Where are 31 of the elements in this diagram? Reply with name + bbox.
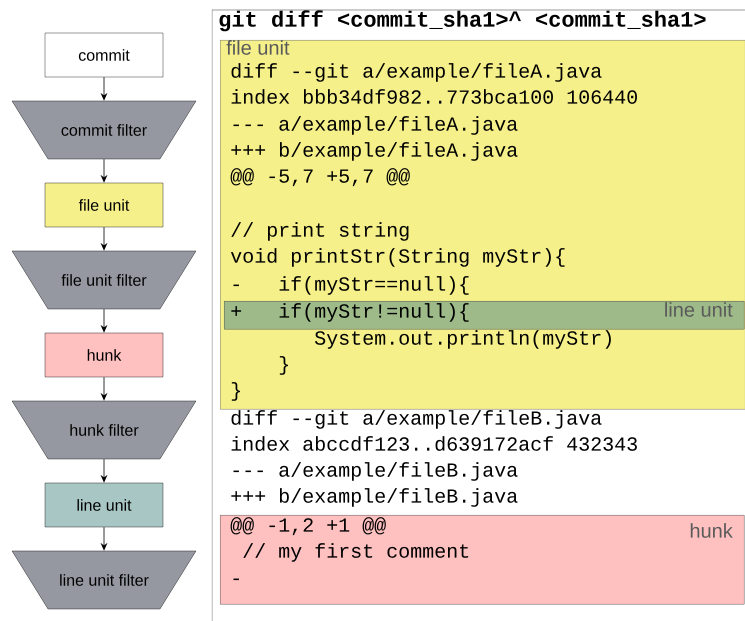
unit-box: commit: [44, 32, 164, 78]
code-line: diff --git a/example/fileB.java: [232, 410, 602, 429]
code-line: void printStr(String myStr){: [230, 248, 565, 267]
code-line: --- a/example/fileB.java: [233, 462, 518, 481]
code-line: // print string: [231, 222, 408, 241]
unit-box: line unit: [44, 482, 164, 528]
code-line: @@ -5,7 +5,7 @@: [230, 168, 410, 186]
code-line: // my first comment: [243, 543, 468, 562]
code-line: index abccdf123..d639172acf 432343: [232, 436, 637, 451]
unit-label: line unit: [665, 302, 733, 317]
filter-trapezoid: commit filter: [12, 100, 196, 160]
unit-label: file unit: [226, 40, 290, 55]
code-line: System.out.println(myStr): [314, 330, 611, 349]
filter-trapezoid: hunk filter: [12, 400, 196, 460]
unit-box: file unit: [44, 182, 164, 228]
code-line: + if(myStr!=null){: [231, 303, 469, 322]
filter-trapezoid: file unit filter: [12, 250, 196, 310]
code-line: -: [233, 578, 239, 580]
code-line: +++ b/example/fileB.java: [231, 488, 518, 507]
command-title: git diff <commit_sha1>^ <commit_sha1>: [220, 10, 706, 32]
unit-label: hunk: [690, 523, 733, 538]
code-line: index bbb34df982..773bca100 106440: [232, 89, 637, 104]
code-line: +++ b/example/fileA.java: [231, 142, 518, 161]
code-line: @@ -1,2 +1 @@: [230, 517, 386, 536]
code-line: --- a/example/fileA.java: [233, 116, 518, 135]
code-line: }: [280, 356, 288, 375]
code-line: diff --git a/example/fileA.java: [232, 63, 602, 82]
code-line: - if(myStr==null){: [233, 276, 469, 295]
unit-box: hunk: [44, 332, 164, 378]
code-line: }: [232, 382, 240, 401]
filter-trapezoid: line unit filter: [12, 550, 196, 610]
